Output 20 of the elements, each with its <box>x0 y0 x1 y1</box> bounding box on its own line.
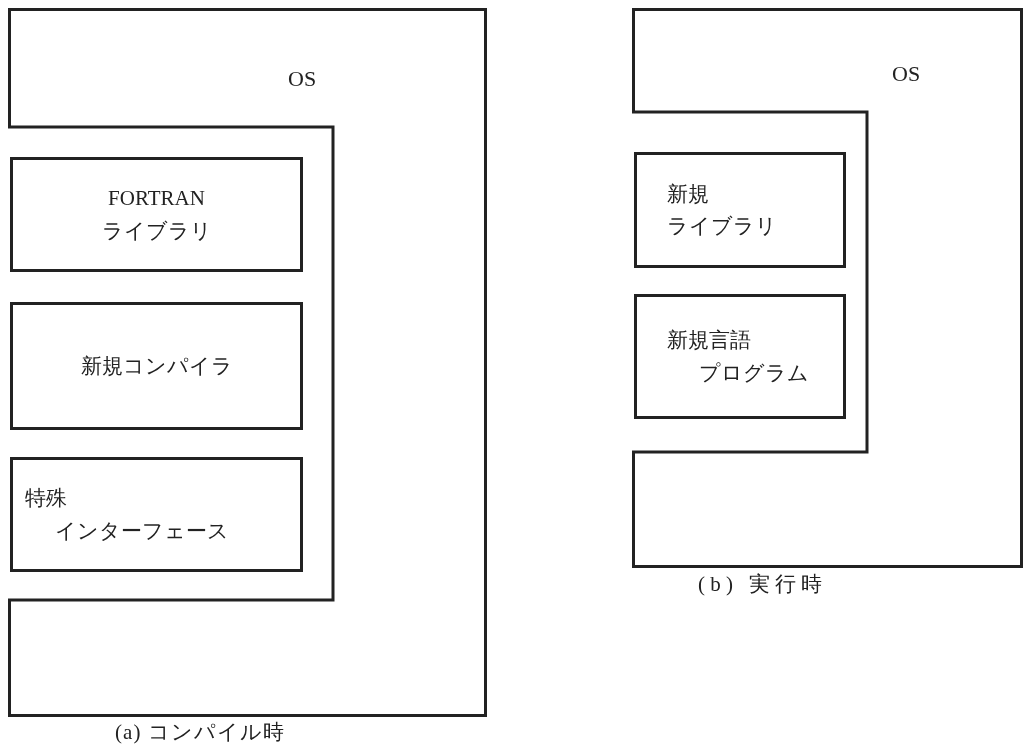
module-label: 特殊 <box>25 485 67 512</box>
module-label: ライブラリ <box>667 213 777 240</box>
figure-caption: (a) コンパイル時 <box>115 722 286 743</box>
os-region <box>632 8 1023 568</box>
module-label: プログラム <box>699 359 809 386</box>
module-label: 新規言語 <box>667 327 751 354</box>
module-label: インターフェース <box>55 517 229 544</box>
os-region <box>8 8 487 717</box>
region-label: OS <box>892 63 921 85</box>
module-box <box>634 152 846 268</box>
module-label: 新規 <box>667 180 709 207</box>
module-box <box>10 157 303 272</box>
module-label: FORTRAN <box>108 185 205 212</box>
module-box <box>10 302 303 430</box>
module-box <box>10 457 303 572</box>
module-label: 新規コンパイラ <box>80 352 233 380</box>
module-box <box>634 294 846 419</box>
module-label: ライブラリ <box>101 217 212 244</box>
region-label: OS <box>288 68 317 90</box>
figure-caption: (b) 実行時 <box>698 574 828 595</box>
